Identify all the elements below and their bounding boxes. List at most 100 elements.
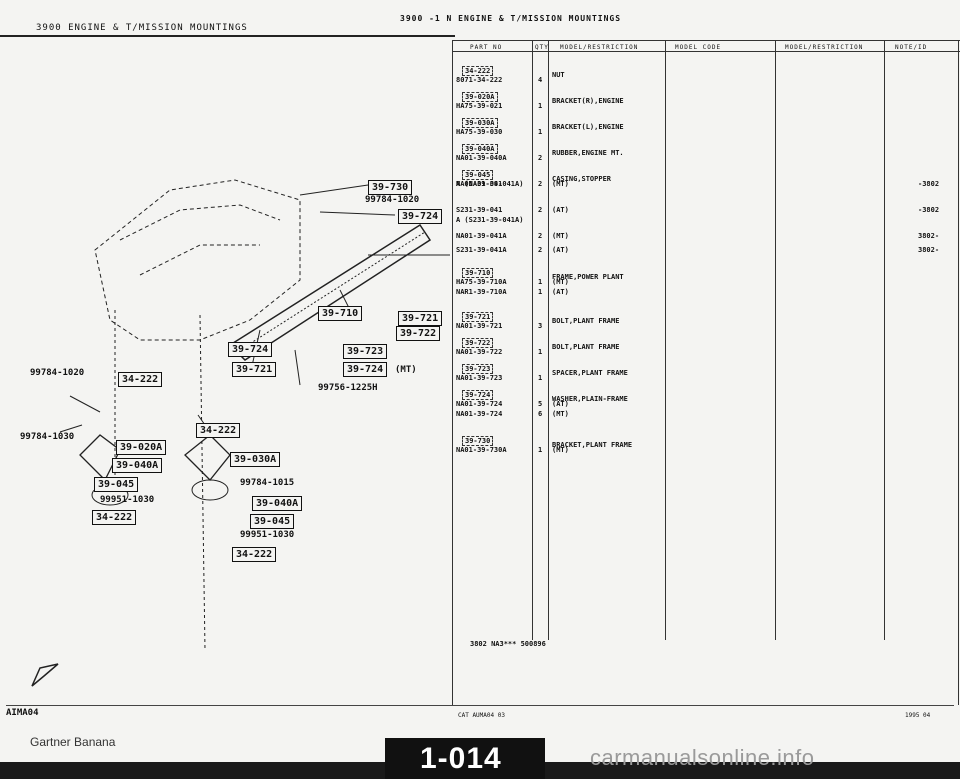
part-description: (MT) [552, 278, 569, 286]
pen-icon [31, 663, 59, 687]
quantity: 2 [538, 246, 543, 254]
part-description: SPACER,PLANT FRAME [552, 369, 628, 377]
part-number: S231-39-041 [456, 206, 503, 214]
part-description: (AT) [552, 400, 569, 408]
callout-39-724-top: 39-724 [398, 209, 443, 224]
part-note: -3802 [918, 206, 940, 214]
part-number: NA01-39-041A [456, 232, 507, 240]
footer-code: AIMA04 [6, 708, 39, 718]
part-number: S231-39-041A [456, 246, 507, 254]
quantity: 1 [538, 446, 543, 454]
part-description: BRACKET,PLANT FRAME [552, 441, 633, 449]
callout-39-724-left: 39-724 [228, 342, 273, 357]
part-description: (MT) [552, 446, 569, 454]
quantity: 6 [538, 410, 543, 418]
quantity: 2 [538, 154, 543, 162]
section-title-left: 3900 ENGINE & T/MISSION MOUNTINGS [36, 23, 248, 33]
part-ref-box: 34-222 [462, 66, 494, 76]
callout-99951-1030-right: 99951-1030 [240, 530, 295, 540]
quantity: 2 [538, 180, 543, 188]
callout-99756-1225h: 99756-1225H [318, 383, 378, 393]
part-number: A (S231-39-041A) [456, 216, 524, 224]
col-header-model-code: MODEL CODE [675, 44, 722, 51]
callout-mt: (MT) [395, 365, 417, 375]
part-ref-box: 39-030A [462, 118, 498, 128]
col-header-model-restriction: MODEL/RESTRICTION [560, 44, 639, 51]
part-number: HA75-39-021 [456, 102, 503, 110]
part-number: NA01-39-723 [456, 374, 503, 382]
callout-39-721-right: 39-721 [398, 311, 443, 326]
callout-39-730: 39-730 [368, 180, 413, 195]
part-description: CASING,STOPPER [552, 175, 612, 183]
footer-catalog: CAT AUMA04 03 [458, 712, 505, 719]
footer-rule [6, 705, 954, 706]
table-header-rule [452, 51, 960, 52]
table-footnote: 3802 NA3*** 500896 [470, 640, 546, 648]
part-description: (AT) [552, 288, 569, 296]
part-number: NA01-39-041 [456, 180, 503, 188]
header-rule [0, 35, 455, 37]
section-title-center: 3900 -1 N ENGINE & T/MISSION MOUNTINGS [400, 14, 622, 23]
callout-39-020a: 39-020A [116, 440, 167, 455]
quantity: 4 [538, 76, 543, 84]
part-ref-box: 39-710 [462, 268, 494, 278]
callout-39-722: 39-722 [396, 326, 441, 341]
callout-39-045-right: 39-045 [250, 514, 295, 529]
diagram-drawing [59, 179, 450, 651]
callout-34-222-a: 34-222 [118, 372, 163, 387]
part-description: BOLT,PLANT FRAME [552, 317, 620, 325]
callout-34-222-c: 34-222 [92, 510, 137, 525]
part-ref-box: 39-040A [462, 144, 498, 154]
part-note: 3802- [918, 246, 940, 254]
part-description: RUBBER,ENGINE MT. [552, 149, 624, 157]
quantity: 1 [538, 102, 543, 110]
part-description: BRACKET(L),ENGINE [552, 123, 624, 131]
col-divider [884, 40, 885, 640]
part-description: BRACKET(R),ENGINE [552, 97, 624, 105]
callout-39-040a-left: 39-040A [112, 458, 163, 473]
part-description: (MT) [552, 180, 569, 188]
callout-39-710: 39-710 [318, 306, 363, 321]
quantity: 1 [538, 374, 543, 382]
quantity: 1 [538, 278, 543, 286]
part-number: HA75-39-710A [456, 278, 507, 286]
callout-34-222-d: 34-222 [232, 547, 277, 562]
part-ref-box: 39-020A [462, 92, 498, 102]
table-top-rule [452, 40, 960, 41]
quantity: 5 [538, 400, 543, 408]
callout-99951-1030-left: 99951-1030 [100, 495, 155, 505]
parts-table [452, 40, 960, 710]
callout-39-045-left: 39-045 [94, 477, 139, 492]
callout-39-723: 39-723 [343, 344, 388, 359]
col-divider [775, 40, 776, 640]
part-description: (AT) [552, 206, 569, 214]
callout-99784-1020-top: 99784-1020 [365, 195, 420, 205]
quantity: 1 [538, 348, 543, 356]
part-number: NA01-39-724 [456, 400, 503, 408]
page-number: 1-014 [420, 742, 502, 775]
quantity: 3 [538, 322, 543, 330]
col-header-model-restriction-2: MODEL/RESTRICTION [785, 44, 864, 51]
part-number: NA01-39-724 [456, 410, 503, 418]
part-ref-box: 39-722 [462, 338, 494, 348]
quantity: 2 [538, 206, 543, 214]
footer-date: 1995 04 [905, 712, 931, 719]
part-ref-box: 39-724 [462, 390, 494, 400]
part-note: 3802- [918, 232, 940, 240]
part-number: HA75-39-030 [456, 128, 503, 136]
callout-99784-1015: 99784-1015 [240, 478, 295, 488]
part-note: -3802 [918, 180, 940, 188]
part-ref-box: 39-723 [462, 364, 494, 374]
part-ref-box: 39-730 [462, 436, 494, 446]
part-description: (MT) [552, 410, 569, 418]
part-description: NUT [552, 71, 565, 79]
col-divider [532, 40, 533, 640]
callout-34-222-b: 34-222 [196, 423, 241, 438]
quantity: 2 [538, 232, 543, 240]
part-number: NA01-39-722 [456, 348, 503, 356]
part-description: FRAME,POWER PLANT [552, 273, 624, 281]
part-number: A (NA01-39-041A) [456, 180, 524, 188]
watermark: carmanualsonline.info [590, 745, 815, 770]
col-header-part-no: PART NO [470, 44, 503, 51]
callout-99784-1030: 99784-1030 [20, 432, 75, 442]
